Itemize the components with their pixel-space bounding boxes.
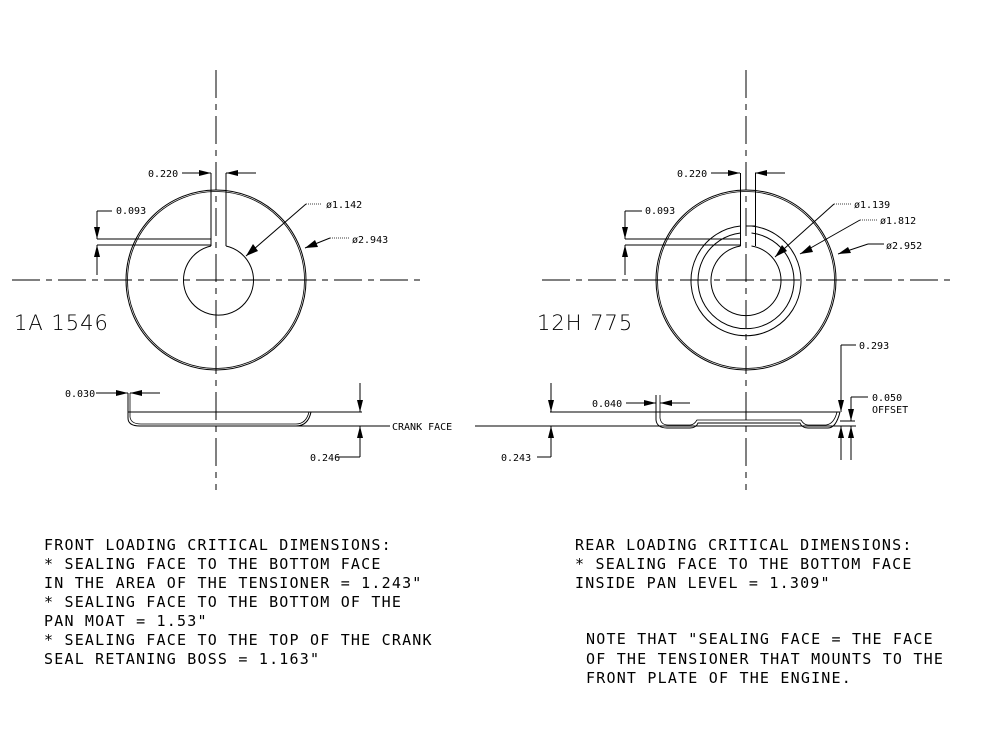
dim-lip-thickness: 0.040 bbox=[592, 399, 622, 410]
dim-height: 0.246 bbox=[310, 453, 340, 464]
dim-offset-label: OFFSET bbox=[872, 405, 908, 416]
dim-outer-diameter: ø2.943 bbox=[352, 235, 388, 246]
note-line: * SEALING FACE TO THE BOTTOM FACE bbox=[44, 555, 382, 573]
dim-inner-diameter: ø1.142 bbox=[326, 200, 362, 211]
outer-circle bbox=[655, 189, 837, 371]
dim-ring-diameter: ø1.812 bbox=[880, 216, 916, 227]
dim-height: 0.243 bbox=[501, 453, 531, 464]
rear-loading-notes: REAR LOADING CRITICAL DIMENSIONS: * SEAL… bbox=[575, 536, 913, 592]
front-part-side-view: 0.030 0.246 bbox=[65, 383, 363, 464]
note-line: REAR LOADING CRITICAL DIMENSIONS: bbox=[575, 536, 913, 554]
note-line: NOTE THAT "SEALING FACE = THE FACE bbox=[586, 630, 934, 648]
side-profile bbox=[655, 395, 841, 429]
note-line: FRONT LOADING CRITICAL DIMENSIONS: bbox=[44, 536, 392, 554]
rear-part-number: 12H 775 bbox=[537, 311, 633, 335]
front-part-number: 1A 1546 bbox=[14, 311, 109, 335]
front-loading-notes: FRONT LOADING CRITICAL DIMENSIONS: * SEA… bbox=[44, 536, 433, 668]
dim-inner-diameter: ø1.139 bbox=[854, 200, 890, 211]
dim-slot-depth: 0.093 bbox=[116, 206, 146, 217]
dim-slot-width: 0.220 bbox=[677, 169, 707, 180]
outer-circle bbox=[125, 189, 307, 371]
dim-outer-diameter: ø2.952 bbox=[886, 241, 922, 252]
note-line: FRONT PLATE OF THE ENGINE. bbox=[586, 669, 852, 687]
middle-ring bbox=[690, 225, 802, 337]
crank-face-label: CRANK FACE bbox=[392, 422, 452, 433]
note-line: PAN MOAT = 1.53" bbox=[44, 612, 208, 630]
note-line: * SEALING FACE TO THE BOTTOM OF THE bbox=[44, 593, 402, 611]
note-line: OF THE TENSIONER THAT MOUNTS TO THE bbox=[586, 650, 944, 668]
dim-slot-width: 0.220 bbox=[148, 169, 178, 180]
rear-part-top-view: 0.220 0.093 ø1.139 ø1.812 ø2.952 12H 775 bbox=[537, 70, 955, 490]
note-line: INSIDE PAN LEVEL = 1.309" bbox=[575, 574, 831, 592]
sealing-face-note: NOTE THAT "SEALING FACE = THE FACE OF TH… bbox=[586, 630, 944, 687]
note-line: IN THE AREA OF THE TENSIONER = 1.243" bbox=[44, 574, 423, 592]
note-line: * SEALING FACE TO THE BOTTOM FACE bbox=[575, 555, 913, 573]
crank-face-reference: CRANK FACE bbox=[296, 422, 856, 433]
dim-offset-value: 0.050 bbox=[872, 393, 902, 404]
note-line: SEAL RETANING BOSS = 1.163" bbox=[44, 650, 320, 668]
note-line: * SEALING FACE TO THE TOP OF THE CRANK bbox=[44, 631, 433, 649]
front-part-top-view: 0.220 0.093 ø1.142 ø2.943 1A 1546 bbox=[12, 70, 425, 490]
inner-bore bbox=[710, 245, 782, 316]
dim-lip-thickness: 0.030 bbox=[65, 389, 95, 400]
side-profile bbox=[127, 393, 362, 427]
dim-rim: 0.293 bbox=[859, 341, 889, 352]
dim-slot-depth: 0.093 bbox=[645, 206, 675, 217]
rear-part-side-view: 0.040 0.243 0.293 0.050 OFFSET bbox=[501, 341, 908, 464]
inner-bore bbox=[183, 245, 254, 316]
